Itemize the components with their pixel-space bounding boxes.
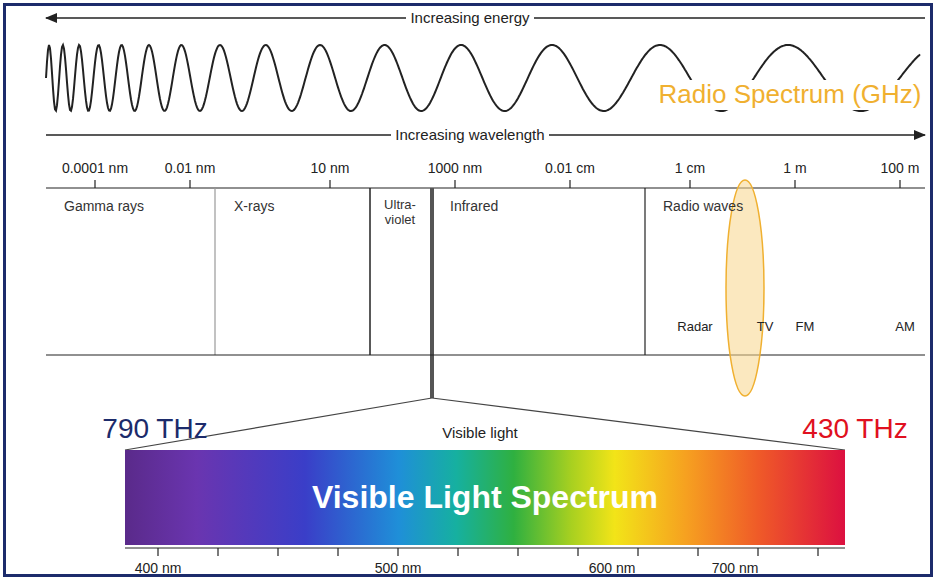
scale-value: 1 cm (675, 160, 705, 176)
bar-title: Visible Light Spectrum (312, 479, 658, 516)
band-bottom-line (46, 354, 925, 355)
scale-value: 0.0001 nm (62, 160, 128, 176)
tick-mark (397, 548, 398, 556)
band-name: Ultra- violet (374, 198, 426, 228)
scale-ticks (95, 180, 900, 188)
spectrum-band: Ultra- violet (372, 196, 430, 230)
tick-mark (899, 180, 900, 188)
tick-mark (457, 548, 458, 556)
tick-mark (697, 548, 698, 556)
tick-mark (517, 548, 518, 556)
arrow-label: Increasing wavelength (391, 126, 548, 143)
spectrum-band: Radio waves (649, 196, 921, 216)
visible-ticks (158, 548, 818, 556)
tick-mark (689, 180, 690, 188)
tick-mark (337, 548, 338, 556)
tick-mark (329, 180, 330, 188)
band-name: Radio waves (663, 198, 917, 214)
tick-mark (157, 548, 158, 556)
spectrum-band: X-rays (220, 196, 366, 216)
frequency-value: 430 THz (802, 413, 907, 445)
band-subtype: AM (895, 320, 915, 335)
frequency-value: 790 THz (102, 413, 207, 445)
band-divider (214, 188, 215, 355)
tick-mark (817, 548, 818, 556)
scale-line (46, 187, 925, 188)
tick-mark (277, 548, 278, 556)
tick-mark (794, 180, 795, 188)
tick-mark (637, 548, 638, 556)
spectrum-band: Gamma rays (50, 196, 210, 216)
wavelength-value: 400 nm (135, 560, 182, 576)
scale-value: 0.01 cm (545, 160, 595, 176)
tick-mark (217, 548, 218, 556)
visible-stem (430, 188, 434, 398)
band-subtype: Radar (673, 320, 716, 335)
tick-mark (94, 180, 95, 188)
band-name: X-rays (234, 198, 362, 214)
band-subtype: FM (796, 320, 815, 335)
band-divider (644, 188, 645, 355)
wavelength-value: 700 nm (712, 560, 759, 576)
spectrum-band: Infrared (436, 196, 641, 216)
wavelength-value: 600 nm (589, 560, 636, 576)
band-divider (369, 188, 371, 355)
band-name: Infrared (450, 198, 637, 214)
scale-value: 0.01 nm (165, 160, 216, 176)
tick-mark (189, 180, 190, 188)
visible-spectrum-bar: Visible Light Spectrum (125, 450, 845, 545)
tick-mark (757, 548, 758, 556)
tick-mark (577, 548, 578, 556)
arrow-label: Increasing energy (406, 9, 533, 26)
radio-spectrum-label: Radio Spectrum (GHz) (655, 80, 926, 110)
tick-mark (454, 180, 455, 188)
tick-mark (569, 180, 570, 188)
scale-value: 100 m (881, 160, 920, 176)
scale-value: 10 nm (311, 160, 350, 176)
scale-value: 1000 nm (428, 160, 482, 176)
visible-light-label: Visible light (442, 424, 518, 441)
band-subtype: TV (757, 320, 774, 335)
visible-scale-line (125, 548, 845, 549)
band-name: Gamma rays (64, 198, 206, 214)
fan-line (432, 398, 845, 450)
wavelength-value: 500 nm (375, 560, 422, 576)
scale-value: 1 m (783, 160, 806, 176)
